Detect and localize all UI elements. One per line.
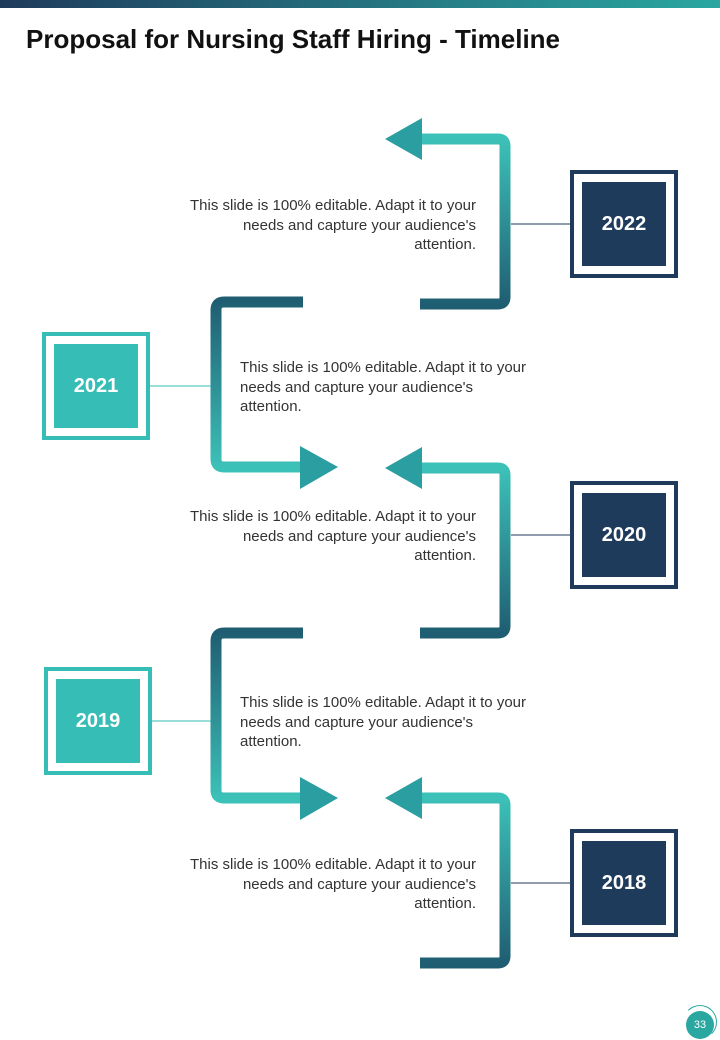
year-box-2019: 2019 bbox=[44, 667, 152, 775]
page-number: 33 bbox=[686, 1011, 714, 1039]
top-accent-bar bbox=[0, 0, 720, 8]
arrow-segment-2019 bbox=[210, 627, 338, 820]
year-box-2021: 2021 bbox=[42, 332, 150, 440]
arrow-segment-2021 bbox=[210, 296, 338, 489]
description-2018: This slide is 100% editable. Adapt it to… bbox=[190, 856, 476, 912]
year-box-2020: 2020 bbox=[570, 481, 678, 589]
year-label: 2022 bbox=[582, 182, 666, 266]
year-label: 2018 bbox=[582, 841, 666, 925]
year-label: 2021 bbox=[54, 344, 138, 428]
description-2022: This slide is 100% editable. Adapt it to… bbox=[190, 197, 476, 253]
year-label: 2019 bbox=[56, 679, 140, 763]
page-title: Proposal for Nursing Staff Hiring - Time… bbox=[26, 24, 561, 54]
arrow-segment-2022 bbox=[385, 118, 511, 310]
description-2021: This slide is 100% editable. Adapt it to… bbox=[240, 359, 526, 415]
page-number-ring bbox=[683, 1005, 717, 1039]
description-2020: This slide is 100% editable. Adapt it to… bbox=[190, 508, 476, 564]
arrow-segment-2018 bbox=[385, 777, 511, 969]
year-label: 2020 bbox=[582, 493, 666, 577]
arrow-segment-2020 bbox=[385, 447, 511, 639]
year-box-2018: 2018 bbox=[570, 829, 678, 937]
year-box-2022: 2022 bbox=[570, 170, 678, 278]
description-2019: This slide is 100% editable. Adapt it to… bbox=[240, 694, 526, 750]
